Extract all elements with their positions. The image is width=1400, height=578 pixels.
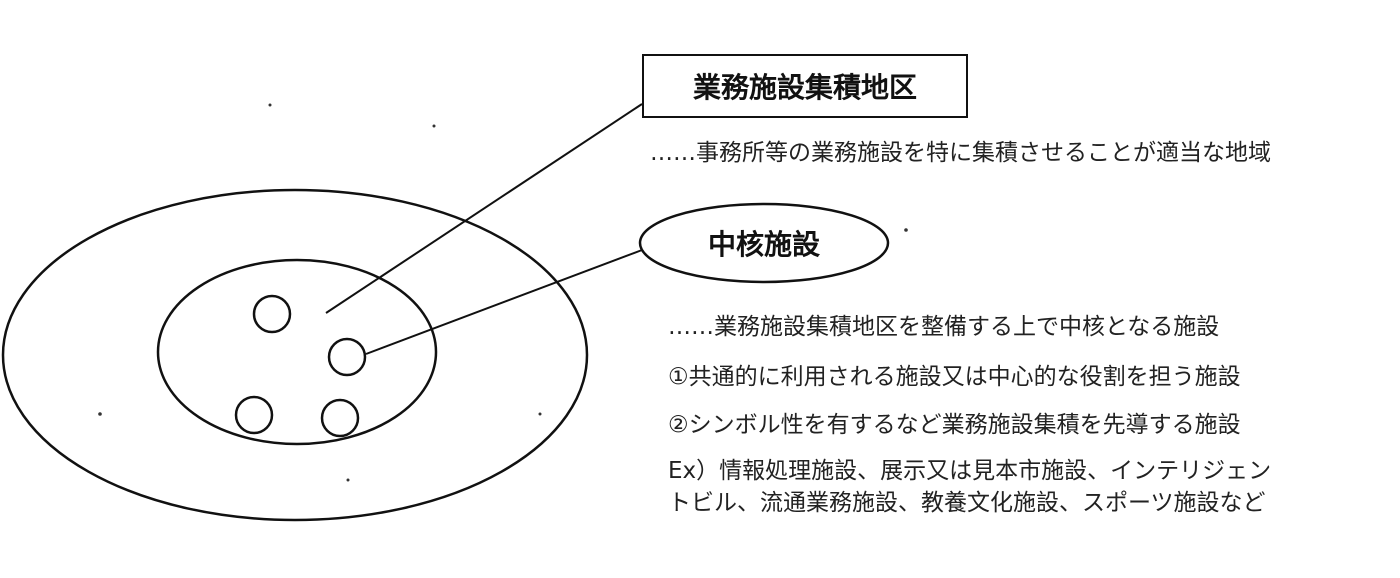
district-label-box: 業務施設集積地区 — [642, 54, 968, 118]
scan-dot — [98, 412, 102, 416]
facility-circle — [234, 395, 274, 435]
core-label-oval — [638, 202, 890, 284]
core-label-text: 中核施設 — [707, 228, 820, 261]
scan-dot — [432, 124, 436, 128]
scan-dot — [346, 478, 350, 482]
examples-line-2: トビル、流通業務施設、教養文化施設、スポーツ施設など — [668, 490, 1266, 516]
core-facility-circle — [327, 337, 367, 377]
core-criterion-2: ②シンボル性を有するなど業務施設集積を先導する施設 — [668, 412, 1241, 438]
district-description: ……事務所等の業務施設を特に集積させることが適当な地域 — [650, 140, 1271, 166]
district-ellipse — [156, 258, 438, 446]
district-leader-line — [325, 103, 643, 314]
examples-line-1: Ex）情報処理施設、展示又は見本市施設、インテリジェン — [668, 458, 1272, 484]
scan-dot — [268, 103, 272, 107]
core-description: ……業務施設集積地区を整備する上で中核となる施設 — [668, 314, 1220, 340]
core-label: 中核施設 — [640, 204, 888, 282]
facility-circle — [252, 294, 292, 334]
outer-region-ellipse — [1, 188, 589, 522]
core-criterion-1: ①共通的に利用される施設又は中心的な役割を担う施設 — [668, 364, 1241, 390]
district-label-text: 業務施設集積地区 — [692, 71, 917, 104]
facility-circle — [320, 398, 360, 438]
core-leader-line — [365, 249, 643, 355]
scan-dot — [904, 228, 908, 232]
scan-dot — [538, 412, 542, 416]
